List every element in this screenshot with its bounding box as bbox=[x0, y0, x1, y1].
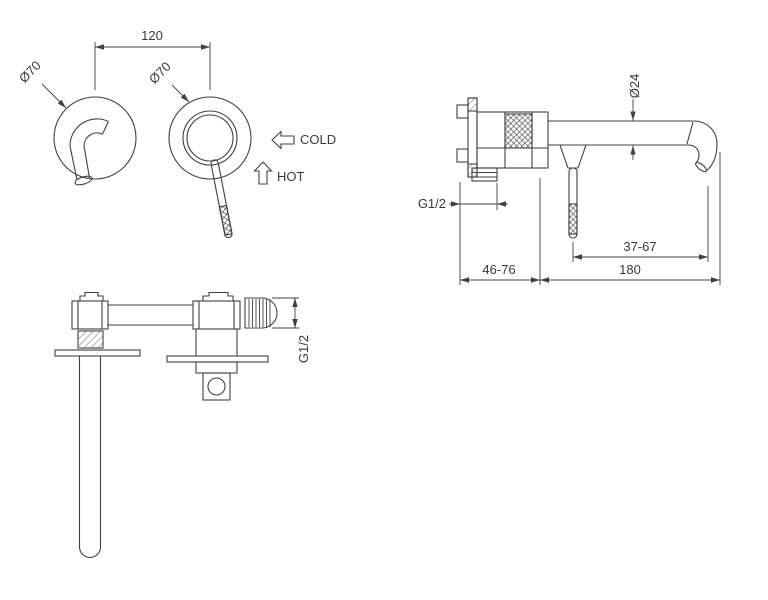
dim-label-right-plate-diameter: Ø70 bbox=[146, 59, 174, 87]
dim-label-spout-diameter: Ø24 bbox=[627, 74, 642, 99]
left-unit-tab bbox=[79, 291, 104, 301]
plan-view bbox=[54, 291, 278, 558]
valve-body-side bbox=[471, 111, 587, 182]
lever-handle-front bbox=[210, 159, 233, 239]
mixer-collar-inner bbox=[186, 114, 234, 162]
cold-arrow-icon bbox=[271, 130, 295, 150]
left-escutcheon-circle bbox=[53, 96, 137, 180]
hot-arrow-icon bbox=[253, 161, 273, 185]
cold-label: COLD bbox=[300, 132, 336, 147]
front-dimensions bbox=[41, 42, 211, 109]
dim-label-inlet-thread: G1/2 bbox=[418, 196, 446, 211]
dim-label-connection-thread: G1/2 bbox=[296, 335, 311, 363]
mixer-unit-tab bbox=[202, 291, 234, 301]
dim-label-handle-clearance: 37-67 bbox=[623, 239, 656, 254]
knurled-cap-plan bbox=[244, 297, 278, 329]
mixer-unit-plan bbox=[166, 300, 269, 401]
wall-plate-side bbox=[456, 97, 478, 178]
dim-label-center-distance: 120 bbox=[141, 28, 163, 43]
dim-label-rough-in-depth: 46-76 bbox=[482, 262, 515, 277]
plan-dimensions bbox=[272, 297, 299, 329]
lever-handle-side bbox=[568, 167, 578, 239]
front-view bbox=[53, 96, 252, 239]
spout-unit-plan bbox=[54, 300, 141, 558]
spout-front bbox=[69, 118, 109, 186]
dim-label-left-plate-diameter: Ø70 bbox=[16, 58, 44, 86]
hot-label: HOT bbox=[277, 169, 305, 184]
dim-label-spout-reach: 180 bbox=[619, 262, 641, 277]
leader-left-dia bbox=[41, 83, 67, 109]
leader-right-dia bbox=[171, 84, 190, 103]
spout-side bbox=[548, 120, 718, 173]
mixer-collar-outer bbox=[182, 110, 238, 166]
side-view bbox=[456, 97, 718, 239]
side-dimensions bbox=[449, 99, 721, 285]
right-escutcheon-circle bbox=[168, 96, 252, 180]
connecting-tube-plan bbox=[108, 304, 193, 326]
